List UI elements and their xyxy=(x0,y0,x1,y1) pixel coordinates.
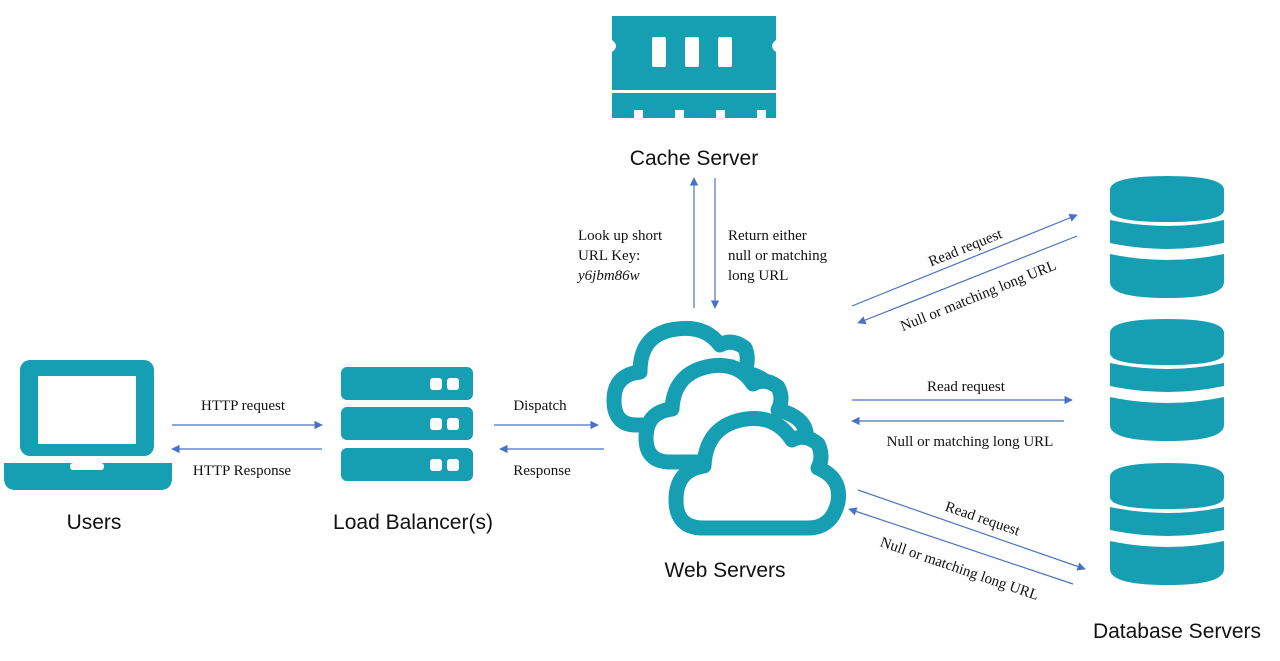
memory-module-icon xyxy=(612,16,776,118)
database-icon xyxy=(1110,176,1224,585)
edge-label-db2-response: Null or matching long URL xyxy=(887,434,1054,450)
edge-label-cache-key: y6jbm86w xyxy=(576,268,640,284)
edge-label-cache-lookup-line2: URL Key: xyxy=(578,248,640,264)
edge-label-http-response: HTTP Response xyxy=(193,463,292,479)
arrow-db1-request xyxy=(851,213,1078,307)
edge-label-cache-return-line3: long URL xyxy=(728,268,788,284)
edge-label-cache-return-line2: null or matching xyxy=(728,248,828,264)
laptop-icon xyxy=(4,360,172,490)
edge-label-cache-lookup-line1: Look up short xyxy=(578,228,663,244)
edge-label-cache-return-line1: Return either xyxy=(728,228,807,244)
web-servers-label: Web Servers xyxy=(665,559,786,582)
database-servers-label: Database Servers xyxy=(1093,620,1261,643)
cloud-icon xyxy=(606,320,847,536)
arrow-db3-response xyxy=(848,507,1074,585)
arrow-db3-request xyxy=(857,489,1086,571)
users-label: Users xyxy=(67,511,122,534)
edge-label-db1-response: Null or matching long URL xyxy=(898,258,1059,335)
load-balancer-label: Load Balancer(s) xyxy=(333,511,493,534)
edge-label-db2-request: Read request xyxy=(927,379,1006,395)
edge-label-response: Response xyxy=(513,463,571,479)
server-rack-icon xyxy=(341,367,473,481)
edge-label-dispatch: Dispatch xyxy=(513,398,567,414)
arrow-db1-response xyxy=(857,235,1078,325)
cache-server-label: Cache Server xyxy=(630,147,758,170)
edge-label-http-request: HTTP request xyxy=(201,398,286,414)
